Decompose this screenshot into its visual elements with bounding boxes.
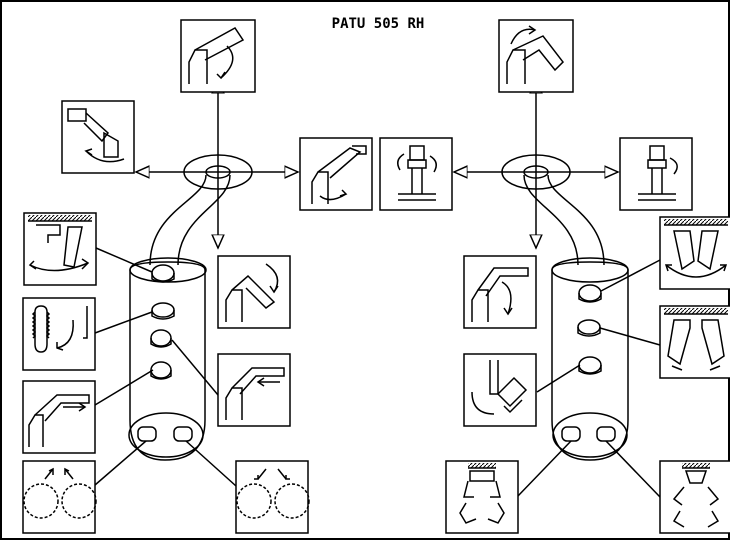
boom-down-right-icon: [463, 255, 537, 329]
right-axis-arrows: [454, 80, 618, 248]
column-rotate-icon: [23, 212, 97, 286]
boom-lower-icon: [217, 255, 291, 329]
left-leader-lines: [94, 247, 237, 487]
column-rotate-right-icon: [659, 216, 730, 290]
page-title: PATU 505 RH: [331, 16, 425, 32]
rotator-icon: [379, 137, 453, 211]
left-axis-arrows: [136, 80, 298, 248]
telescope-icon: [22, 297, 96, 371]
rotator-grapple-alt-icon: [659, 460, 730, 534]
tilt-icon: [463, 353, 537, 427]
telescope-out-icon: [217, 353, 291, 427]
jib-extend-icon: [299, 137, 373, 211]
jib-retract-icon: [22, 380, 96, 454]
right-leader-lines: [516, 259, 661, 498]
rotator-right-icon: [619, 137, 693, 211]
grapple-open-right-icon: [659, 305, 730, 379]
grapple-close-icon: [235, 460, 310, 534]
boom-lift-up-right-icon: [498, 19, 574, 93]
left-joystick: [128, 154, 253, 461]
grapple-open-icon: [22, 460, 97, 534]
slew-left-icon: [61, 100, 135, 174]
boom-lift-up-icon: [180, 19, 256, 93]
rotator-grapple-icon: [445, 460, 519, 534]
